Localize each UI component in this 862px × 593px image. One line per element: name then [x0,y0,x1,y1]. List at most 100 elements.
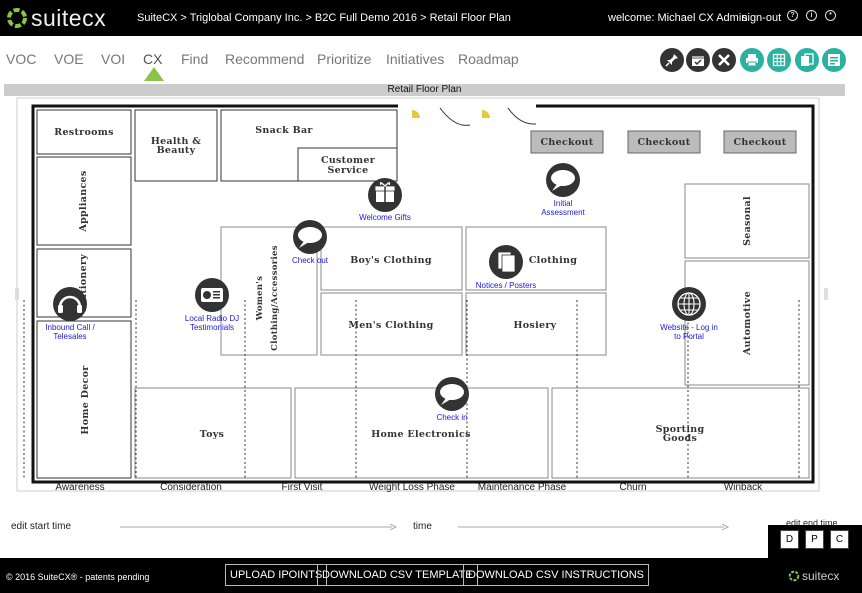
touchpoint-notices-posters[interactable]: Notices / Posters [476,245,536,290]
dept-customer-service[interactable] [297,147,398,182]
timeline-line-right [458,524,730,530]
document-icon [497,251,516,273]
copyright-text: © 2016 SuiteCX® - patents pending [6,572,150,582]
touchpoint-label: Assessment [541,208,585,217]
label-health-beauty-1: Health & [151,136,201,147]
dept-checkout-3[interactable] [723,130,797,154]
info-icon[interactable]: i [806,10,817,21]
dept-hosiery[interactable] [465,292,607,356]
right-scroll-handle[interactable] [824,288,828,300]
label-customer-service-2: Service [328,165,369,176]
label-sporting-1: Sporting [656,424,705,435]
radio-icon [201,288,223,302]
copy-icon[interactable] [795,48,819,72]
entrance-door-arc-1 [439,107,471,126]
touchpoint-label: Check out [292,256,329,265]
nav-find[interactable]: Find [181,51,209,67]
phase-awareness[interactable]: Awareness [55,482,104,493]
calendar-icon[interactable] [686,48,710,72]
download-csv-template-button[interactable]: DOWNLOAD CSV TEMPLATE [317,564,478,586]
label-clothing: Clothing [529,255,577,266]
touchpoint-initial-assessment[interactable]: Initial Assessment [541,163,586,217]
dept-boys-clothing[interactable] [320,226,463,291]
nav-voi[interactable]: VOI [101,51,126,67]
phase-winback[interactable]: Winback [724,482,763,493]
gift-icon [374,182,396,202]
label-automotive: Automotive [742,291,753,356]
touchpoint-label: Initial [554,199,573,208]
dept-home-electronics[interactable] [294,387,549,479]
dept-toys[interactable] [134,387,292,479]
nav-recommend[interactable]: Recommend [225,51,305,67]
pin-icon[interactable] [660,48,684,72]
touchpoint-label: Local Radio DJ [185,314,239,323]
dept-restrooms[interactable] [36,109,132,155]
nav-prioritize[interactable]: Prioritize [317,51,372,67]
help-icon[interactable]: ? [787,10,798,21]
download-csv-instructions-button[interactable]: DOWNLOAD CSV INSTRUCTIONS [463,564,650,586]
view-c-button[interactable]: C [830,530,849,549]
label-appliances: Appliances [78,170,89,232]
label-toys: Toys [200,429,224,440]
sign-out-link[interactable]: sign-out [742,12,782,24]
nav-cx[interactable]: CX [143,51,163,67]
edit-start-time[interactable]: edit start time [11,521,72,532]
grid-icon[interactable] [767,48,791,72]
touchpoint-check-out[interactable]: Check out [292,220,329,265]
dept-home-decor[interactable] [36,320,132,479]
label-home-decor: Home Decor [80,365,91,435]
label-restrooms: Restrooms [54,127,113,138]
touchpoint-welcome-gifts[interactable]: Welcome Gifts [359,178,411,222]
phase-churn[interactable]: Churn [619,482,646,493]
nav-initiatives[interactable]: Initiatives [386,51,445,67]
phase-first-visit[interactable]: First Visit [282,482,323,493]
dept-appliances[interactable] [36,156,132,246]
footer-brand: suitecx [802,569,840,583]
suitecx-logo[interactable]: suitecx [6,5,106,31]
export-icon[interactable] [822,48,846,72]
settings-icon[interactable]: * [825,10,836,21]
phase-maintenance[interactable]: Maintenance Phase [478,482,567,493]
view-d-button[interactable]: D [780,530,799,549]
chat-bubble-icon [551,170,575,191]
nav-voc[interactable]: VOC [6,51,37,67]
dept-automotive[interactable] [684,260,810,386]
label-customer-service-1: Customer [321,155,376,166]
label-snack-bar: Snack Bar [255,125,313,136]
label-home-electronics: Home Electronics [371,429,471,440]
touchpoint-label: Telesales [53,332,86,341]
breadcrumb[interactable]: SuiteCX > Triglobal Company Inc. > B2C F… [137,12,511,24]
dept-checkout-2[interactable] [627,130,701,154]
dept-health-beauty[interactable] [134,109,218,182]
headset-icon [58,295,82,313]
upload-ipoints-button[interactable]: UPLOAD IPOINTS [225,564,328,586]
tools-icon[interactable] [712,48,736,72]
left-scroll-handle[interactable] [15,288,19,300]
label-womens-2: Clothing/Accessories [270,245,280,351]
touchpoint-website[interactable]: Website - Log in to Portal [660,287,718,341]
phase-weight-loss[interactable]: Weight Loss Phase [369,482,455,493]
touchpoint-check-in[interactable]: Check in [435,377,469,422]
label-checkout-2: Checkout [638,137,691,148]
active-tab-indicator [144,67,164,81]
dept-sporting-goods[interactable] [551,387,810,479]
label-stationery: Stationery [78,254,89,312]
dept-seasonal[interactable] [684,183,810,259]
dept-checkout-1[interactable] [530,130,604,154]
edit-end-time[interactable]: edit end time [786,518,838,528]
touchpoint-local-radio[interactable]: Local Radio DJ Testimonials [185,278,239,332]
nav-voe[interactable]: VOE [54,51,84,67]
top-bar: suitecx SuiteCX > Triglobal Company Inc.… [0,0,862,36]
logo-wordmark: suitecx [31,4,107,31]
touchpoint-inbound-call[interactable]: Inbound Call / Telesales [45,287,95,341]
timeline-line-left [120,524,398,530]
view-toggle: D P C [768,525,862,558]
phase-consideration[interactable]: Consideration [160,482,222,493]
dept-mens-clothing[interactable] [320,292,463,356]
view-p-button[interactable]: P [805,530,824,549]
label-sporting-2: Goods [663,433,697,444]
print-icon[interactable] [740,48,764,72]
touchpoint-label: to Portal [674,332,704,341]
dept-clothing[interactable] [465,226,607,291]
nav-roadmap[interactable]: Roadmap [458,51,519,67]
